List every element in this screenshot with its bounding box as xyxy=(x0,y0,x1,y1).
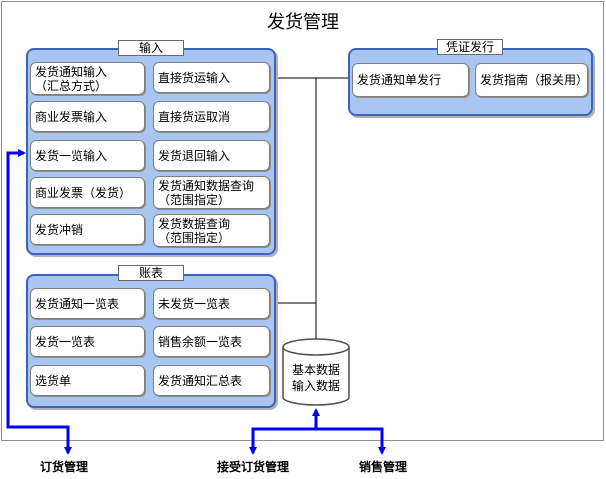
box-direct-shipment-input[interactable]: 直接货运输入 xyxy=(153,62,270,93)
database-line-1: 基本数据 xyxy=(291,363,340,377)
box-delivery-list-input[interactable]: 发货一览输入 xyxy=(30,140,145,171)
box-delivery-notice-input[interactable]: 发货通知输入 （汇总方式） xyxy=(30,62,145,95)
voucher-group-label: 凭证发行 xyxy=(437,39,503,55)
box-picking-list[interactable]: 选货单 xyxy=(30,365,145,396)
database-line-2: 输入数据 xyxy=(291,379,340,393)
diagram-frame xyxy=(1,1,604,441)
box-delivery-guide-customs[interactable]: 发货指南（报关用） xyxy=(475,63,588,97)
connector-sales-management xyxy=(316,427,386,455)
box-delivery-notice-summary[interactable]: 发货通知汇总表 xyxy=(153,365,270,396)
box-delivery-notice-list[interactable]: 发货通知一览表 xyxy=(30,288,145,319)
box-commercial-invoice-delivery[interactable]: 商业发票（发货） xyxy=(30,177,145,208)
box-delivery-return-input[interactable]: 发货退回输入 xyxy=(153,140,270,171)
connector-receive-order xyxy=(251,408,320,453)
diagram-title: 发货管理 xyxy=(267,12,339,33)
database-label: 基本数据 输入数据 xyxy=(283,362,349,394)
box-commercial-invoice-input[interactable]: 商业发票输入 xyxy=(30,101,145,132)
external-order-management: 订货管理 xyxy=(40,460,89,474)
arrow-tips xyxy=(64,427,257,455)
box-sales-balance-list[interactable]: 销售余额一览表 xyxy=(153,326,270,357)
box-undelivered-list[interactable]: 未发货一览表 xyxy=(153,288,270,319)
box-delivery-reversal[interactable]: 发货冲销 xyxy=(30,214,145,245)
ledger-group-label: 账表 xyxy=(118,265,184,281)
database-cylinder xyxy=(282,338,350,406)
external-receive-order-management: 接受订货管理 xyxy=(217,460,290,474)
box-delivery-list[interactable]: 发货一览表 xyxy=(30,326,145,357)
box-delivery-notice-issue[interactable]: 发货通知单发行 xyxy=(352,63,469,97)
box-delivery-notice-query[interactable]: 发货通知数据查询 （范围指定） xyxy=(153,176,270,209)
internal-connectors xyxy=(275,77,352,340)
input-group-label: 输入 xyxy=(118,40,184,56)
box-delivery-data-query[interactable]: 发货数据查询 （范围指定） xyxy=(153,214,270,247)
external-sales-management: 销售管理 xyxy=(359,460,408,474)
box-direct-shipment-cancel[interactable]: 直接货运取消 xyxy=(153,101,270,132)
